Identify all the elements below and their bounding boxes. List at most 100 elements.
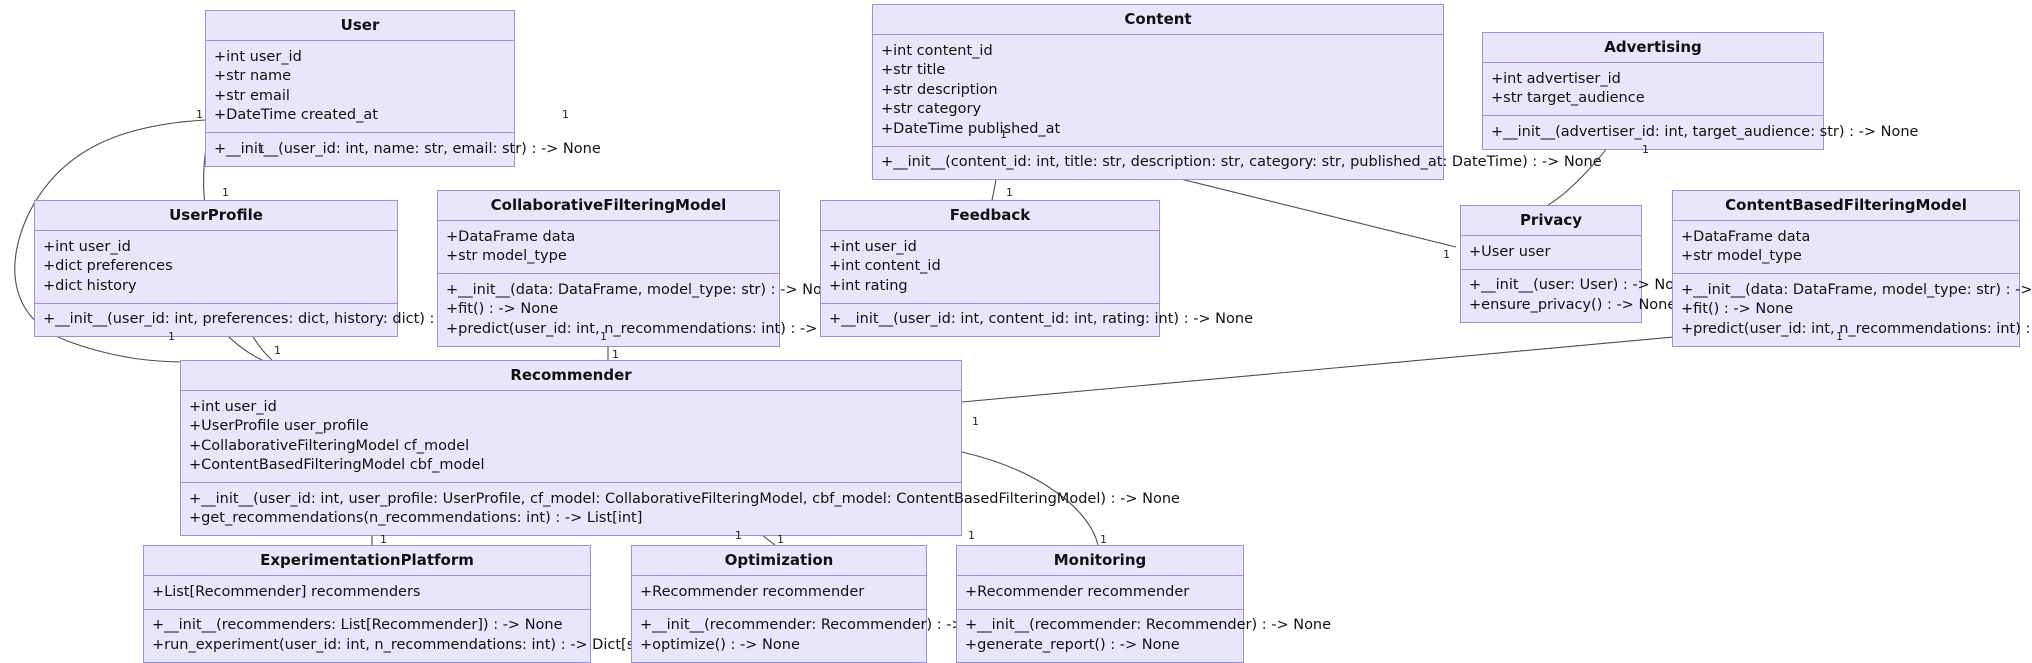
uml-methods-compartment: +__init__(user_id: int, user_profile: Us… xyxy=(181,483,1180,535)
multiplicity-label: 1 xyxy=(777,533,784,546)
uml-attributes-compartment: +DataFrame data +str model_type xyxy=(438,221,779,274)
uml-attributes-compartment: +int user_id +UserProfile user_profile +Co… xyxy=(181,391,961,483)
uml-class-content[interactable]: Content +int content_id +str title +str des… xyxy=(872,4,1602,180)
uml-class-cfmodel[interactable]: CollaborativeFilteringModel+DataFrame da… xyxy=(437,190,878,347)
uml-attribute: +Recommender recommender xyxy=(640,583,865,600)
uml-class-privacy[interactable]: Privacy+User user+__init__(user: User) :… xyxy=(1460,205,1693,323)
multiplicity-label: 1 xyxy=(274,344,281,357)
uml-method: +__init__(user_id: int, name: str, email… xyxy=(214,140,601,157)
uml-methods-compartment: +__init__(recommenders: List[Recommender… xyxy=(144,610,717,662)
uml-class-recommender[interactable]: Recommender +int user_id +UserProfile user… xyxy=(180,360,1180,536)
uml-method: +__init__(data: DataFrame, model_type: s… xyxy=(446,281,840,298)
uml-attributes-compartment: +int user_id +str name +str email +DateTime… xyxy=(206,41,514,133)
uml-attribute: +str model_type xyxy=(446,248,567,264)
uml-method: +__init__(recommender: Recommender) : ->… xyxy=(965,617,1332,633)
uml-attribute: +str category xyxy=(881,101,982,117)
multiplicity-label: 1 xyxy=(562,108,569,121)
uml-class-optimization[interactable]: Optimization+Recommender recommender+__i… xyxy=(631,545,1006,663)
uml-methods-compartment: +__init__(user_id: int, preferences: dic… xyxy=(35,304,499,337)
uml-class-title: Monitoring xyxy=(957,546,1243,576)
uml-method: +__init__(advertiser_id: int, target_aud… xyxy=(1491,123,1919,140)
multiplicity-label: 1 xyxy=(1642,143,1649,156)
uml-method: +predict(user_id: int, n_recommendations… xyxy=(446,320,878,337)
uml-attribute: +UserProfile user_profile xyxy=(189,418,369,434)
uml-method: +run_experiment(user_id: int, n_recommen… xyxy=(152,636,717,653)
uml-attributes-compartment: +int content_id +str title +str descriptio… xyxy=(873,35,1443,147)
uml-attribute: +DateTime created_at xyxy=(214,107,378,123)
uml-class-title: ExperimentationPlatform xyxy=(144,546,590,576)
uml-attribute: +List[Recommender] recommenders xyxy=(152,583,421,600)
uml-methods-compartment: +__init__(user_id: int, name: str, email… xyxy=(206,133,601,166)
uml-attribute: +dict history xyxy=(43,277,137,294)
multiplicity-label: 1 xyxy=(1836,330,1843,343)
uml-attribute: +int rating xyxy=(829,277,908,294)
uml-methods-compartment: +__init__(user: User) : -> None +ensure_p… xyxy=(1461,270,1693,322)
uml-method: +get_recommendations(n_recommendations: … xyxy=(189,510,643,526)
multiplicity-label: 1 xyxy=(1006,186,1013,199)
uml-class-experimentationplatform[interactable]: ExperimentationPlatform +List[Recommender… xyxy=(143,545,717,663)
multiplicity-label: 1 xyxy=(600,330,607,343)
uml-method: +optimize() : -> None xyxy=(640,636,800,653)
uml-attribute: +int content_id xyxy=(829,258,941,274)
uml-attribute: +int user_id xyxy=(214,48,302,65)
uml-method: +ensure_privacy() : -> None xyxy=(1469,296,1677,313)
uml-class-title: Recommender xyxy=(181,361,961,391)
multiplicity-label: 1 xyxy=(1000,128,1007,141)
uml-class-monitoring[interactable]: Monitoring+Recommender recommender +__ini… xyxy=(956,545,1332,663)
uml-attribute: +str target_audience xyxy=(1491,90,1645,106)
uml-attributes-compartment: +User user xyxy=(1461,236,1641,270)
uml-methods-compartment: +__init__(recommender: Recommender) : ->… xyxy=(632,610,1006,662)
uml-attributes-compartment: +Recommender recommender xyxy=(632,576,926,610)
uml-method: +__init__(recommenders: List[Recommender… xyxy=(152,617,563,633)
uml-attribute: +int user_id xyxy=(189,398,277,415)
uml-methods-compartment: +__init__(data: DataFrame, model_type: s… xyxy=(1673,274,2032,346)
uml-attributes-compartment: +DataFrame data +str model_type xyxy=(1673,221,2019,274)
uml-attribute: +str model_type xyxy=(1681,248,1802,264)
uml-class-title: ContentBasedFilteringModel xyxy=(1673,191,2019,221)
uml-method: +__init__(data: DataFrame, model_type: s… xyxy=(1681,281,2032,298)
uml-attribute: +int content_id xyxy=(881,42,993,59)
uml-attribute: +str email xyxy=(214,87,290,104)
uml-class-title: Content xyxy=(873,5,1443,35)
uml-class-advertising[interactable]: Advertising +int advertiser_id +str target… xyxy=(1482,32,1919,150)
uml-attributes-compartment: +Recommender recommender xyxy=(957,576,1243,610)
uml-attribute: +DataFrame data xyxy=(446,228,576,245)
uml-class-title: User xyxy=(206,11,514,41)
uml-attributes-compartment: +int user_id +dict preferences +dict histo… xyxy=(35,231,397,304)
multiplicity-label: 1 xyxy=(612,348,619,361)
uml-methods-compartment: +__init__(recommender: Recommender) : ->… xyxy=(957,610,1332,662)
uml-attribute: +DataFrame data xyxy=(1681,228,1811,245)
uml-class-feedback[interactable]: Feedback+int user_id+int content_id+int … xyxy=(820,200,1254,337)
uml-class-title: Advertising xyxy=(1483,33,1823,63)
uml-attribute: +dict preferences xyxy=(43,258,173,274)
uml-attribute: +int advertiser_id xyxy=(1491,70,1621,87)
uml-attributes-compartment: +int advertiser_id +str target_audience xyxy=(1483,63,1823,116)
uml-attribute: +str name xyxy=(214,68,292,84)
uml-method: +__init__(user_id: int, user_profile: Us… xyxy=(189,490,1180,507)
uml-class-title: Feedback xyxy=(821,201,1159,231)
multiplicity-label: 1 xyxy=(258,143,265,156)
multiplicity-label: 1 xyxy=(168,330,175,343)
uml-method: +__init__(user: User) : -> None xyxy=(1469,277,1693,293)
uml-method: +fit() : -> None xyxy=(1681,301,1794,317)
uml-class-cbfmodel[interactable]: ContentBasedFilteringModel+DataFrame dat… xyxy=(1672,190,2032,347)
uml-class-userprofile[interactable]: UserProfile +int user_id +dict preferences… xyxy=(34,200,499,337)
multiplicity-label: 1 xyxy=(222,186,229,199)
uml-class-user[interactable]: User +int user_id +str name +str email +Date… xyxy=(205,10,601,167)
uml-methods-compartment: +__init__(user_id: int, content_id: int,… xyxy=(821,304,1254,337)
multiplicity-label: 1 xyxy=(735,529,742,542)
uml-class-title: UserProfile xyxy=(35,201,397,231)
uml-attribute: +str description xyxy=(881,81,998,98)
uml-attribute: +str title xyxy=(881,62,946,78)
uml-method: +__init__(user_id: int, preferences: dic… xyxy=(43,311,499,327)
uml-attribute: +User user xyxy=(1469,243,1551,260)
uml-attribute: +int user_id xyxy=(43,238,131,255)
uml-method: +__init__(user_id: int, content_id: int,… xyxy=(829,311,1254,327)
uml-attribute: +CollaborativeFilteringModel cf_model xyxy=(189,437,470,454)
uml-attributes-compartment: +int user_id+int content_id+int rating xyxy=(821,231,1159,304)
uml-method: +__init__(content_id: int, title: str, d… xyxy=(881,154,1602,170)
uml-methods-compartment: +__init__(advertiser_id: int, target_aud… xyxy=(1483,116,1919,149)
multiplicity-label: 1 xyxy=(196,108,203,121)
uml-attribute: +ContentBasedFilteringModel cbf_model xyxy=(189,457,485,473)
